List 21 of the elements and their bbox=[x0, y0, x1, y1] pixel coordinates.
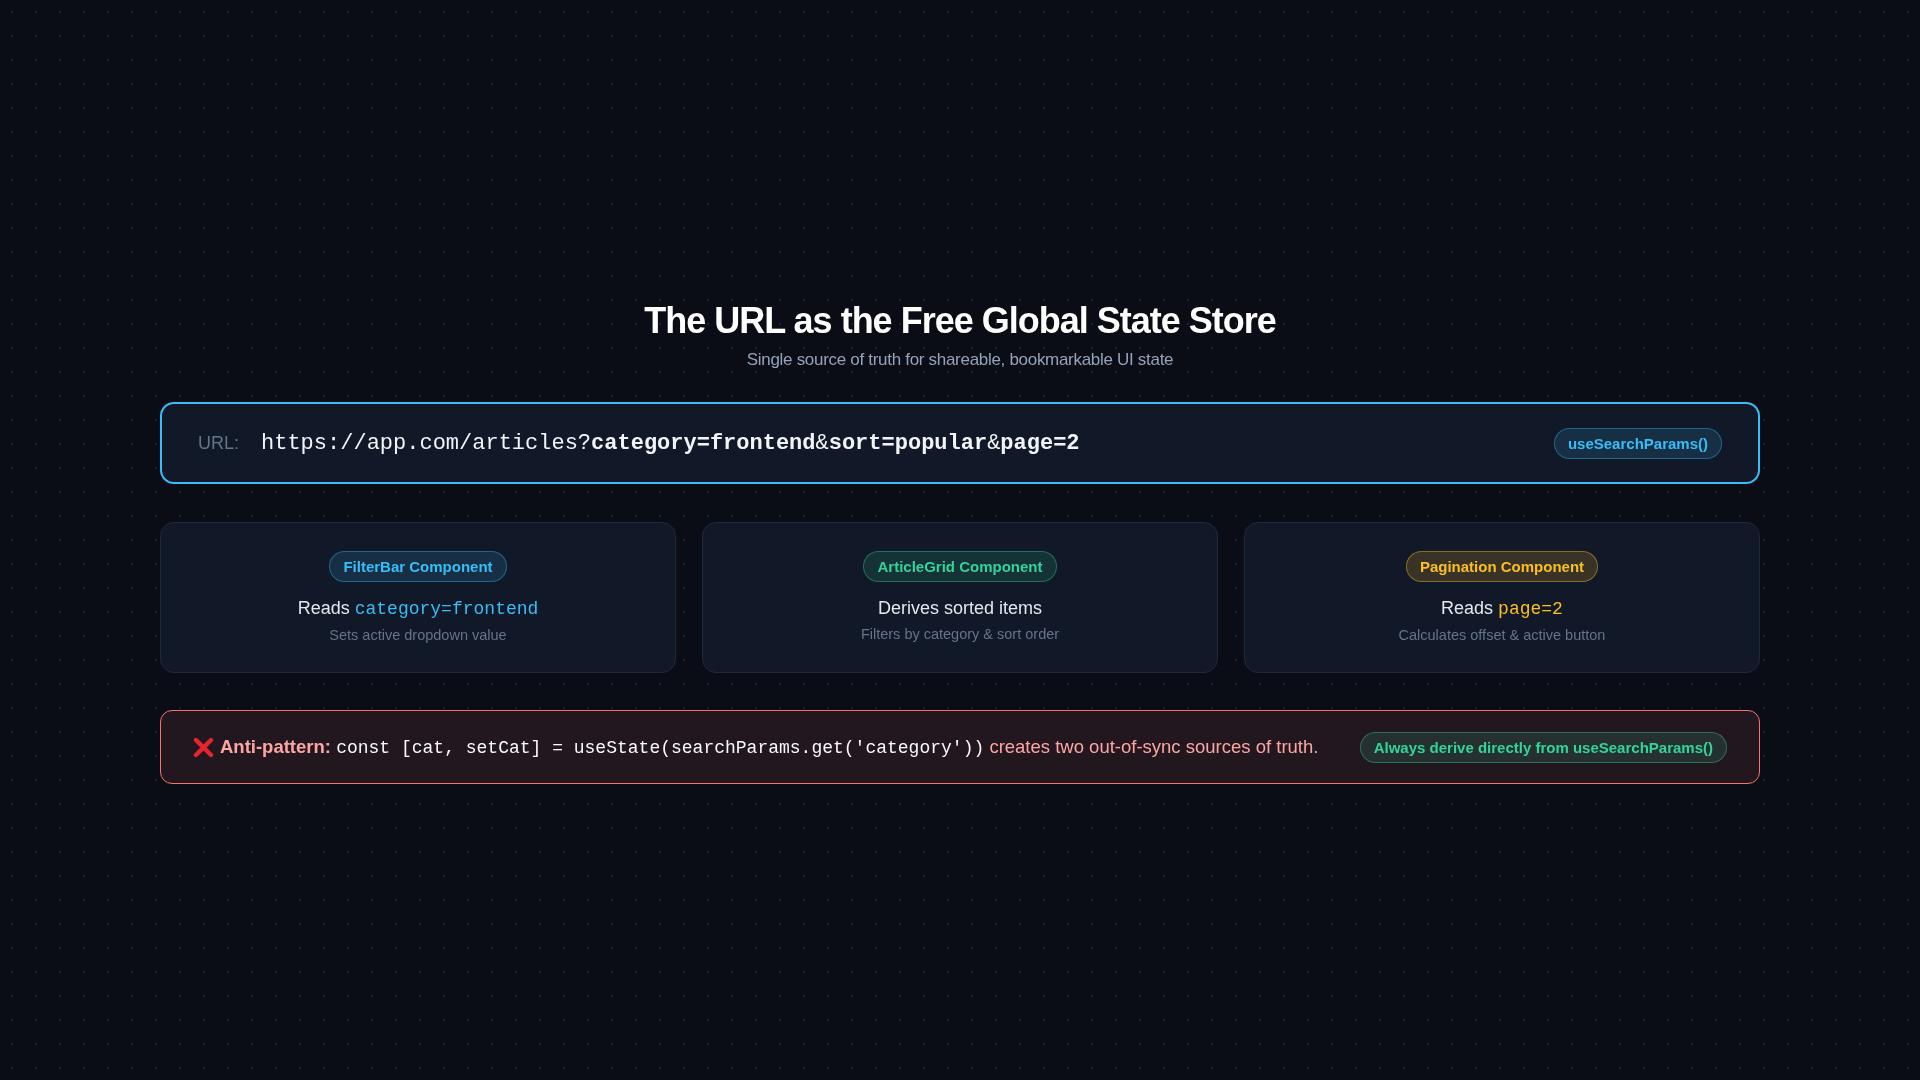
card-description: Reads page=2 bbox=[1441, 597, 1563, 620]
card-description: Derives sorted items bbox=[877, 597, 1043, 619]
anti-pattern-text: Anti-pattern: const [cat, setCat] = useState(searchParams.get('category')) creates two out-of-sync sources of truth. bbox=[220, 736, 1319, 758]
component-card bbox=[160, 522, 676, 673]
card-description: Reads category=frontend bbox=[297, 597, 539, 620]
tip-badge: Always derive directly from useSearchParams() bbox=[1359, 731, 1727, 763]
hook-badge: useSearchParams() bbox=[1553, 427, 1722, 459]
component-badge: ArticleGrid Component bbox=[863, 551, 1057, 582]
card-note: Calculates offset & active button bbox=[1398, 626, 1606, 644]
title: The URL as the Free Global State Store bbox=[644, 299, 1276, 343]
url-label: URL: bbox=[198, 432, 239, 454]
subtitle: Single source of truth for shareable, bookmarkable UI state bbox=[746, 349, 1174, 371]
card-note: Filters by category & sort order bbox=[860, 625, 1060, 643]
component-badge: FilterBar Component bbox=[329, 551, 507, 582]
url-bar bbox=[160, 402, 1760, 484]
url-text: https://app.com/articles?category=frontend&sort=popular&page=2 bbox=[261, 430, 1080, 456]
component-card bbox=[1244, 522, 1760, 673]
card-note: Sets active dropdown value bbox=[329, 626, 507, 644]
component-card bbox=[702, 522, 1218, 673]
anti-pattern-bar bbox=[160, 710, 1760, 784]
component-badge: Pagination Component bbox=[1405, 551, 1599, 582]
